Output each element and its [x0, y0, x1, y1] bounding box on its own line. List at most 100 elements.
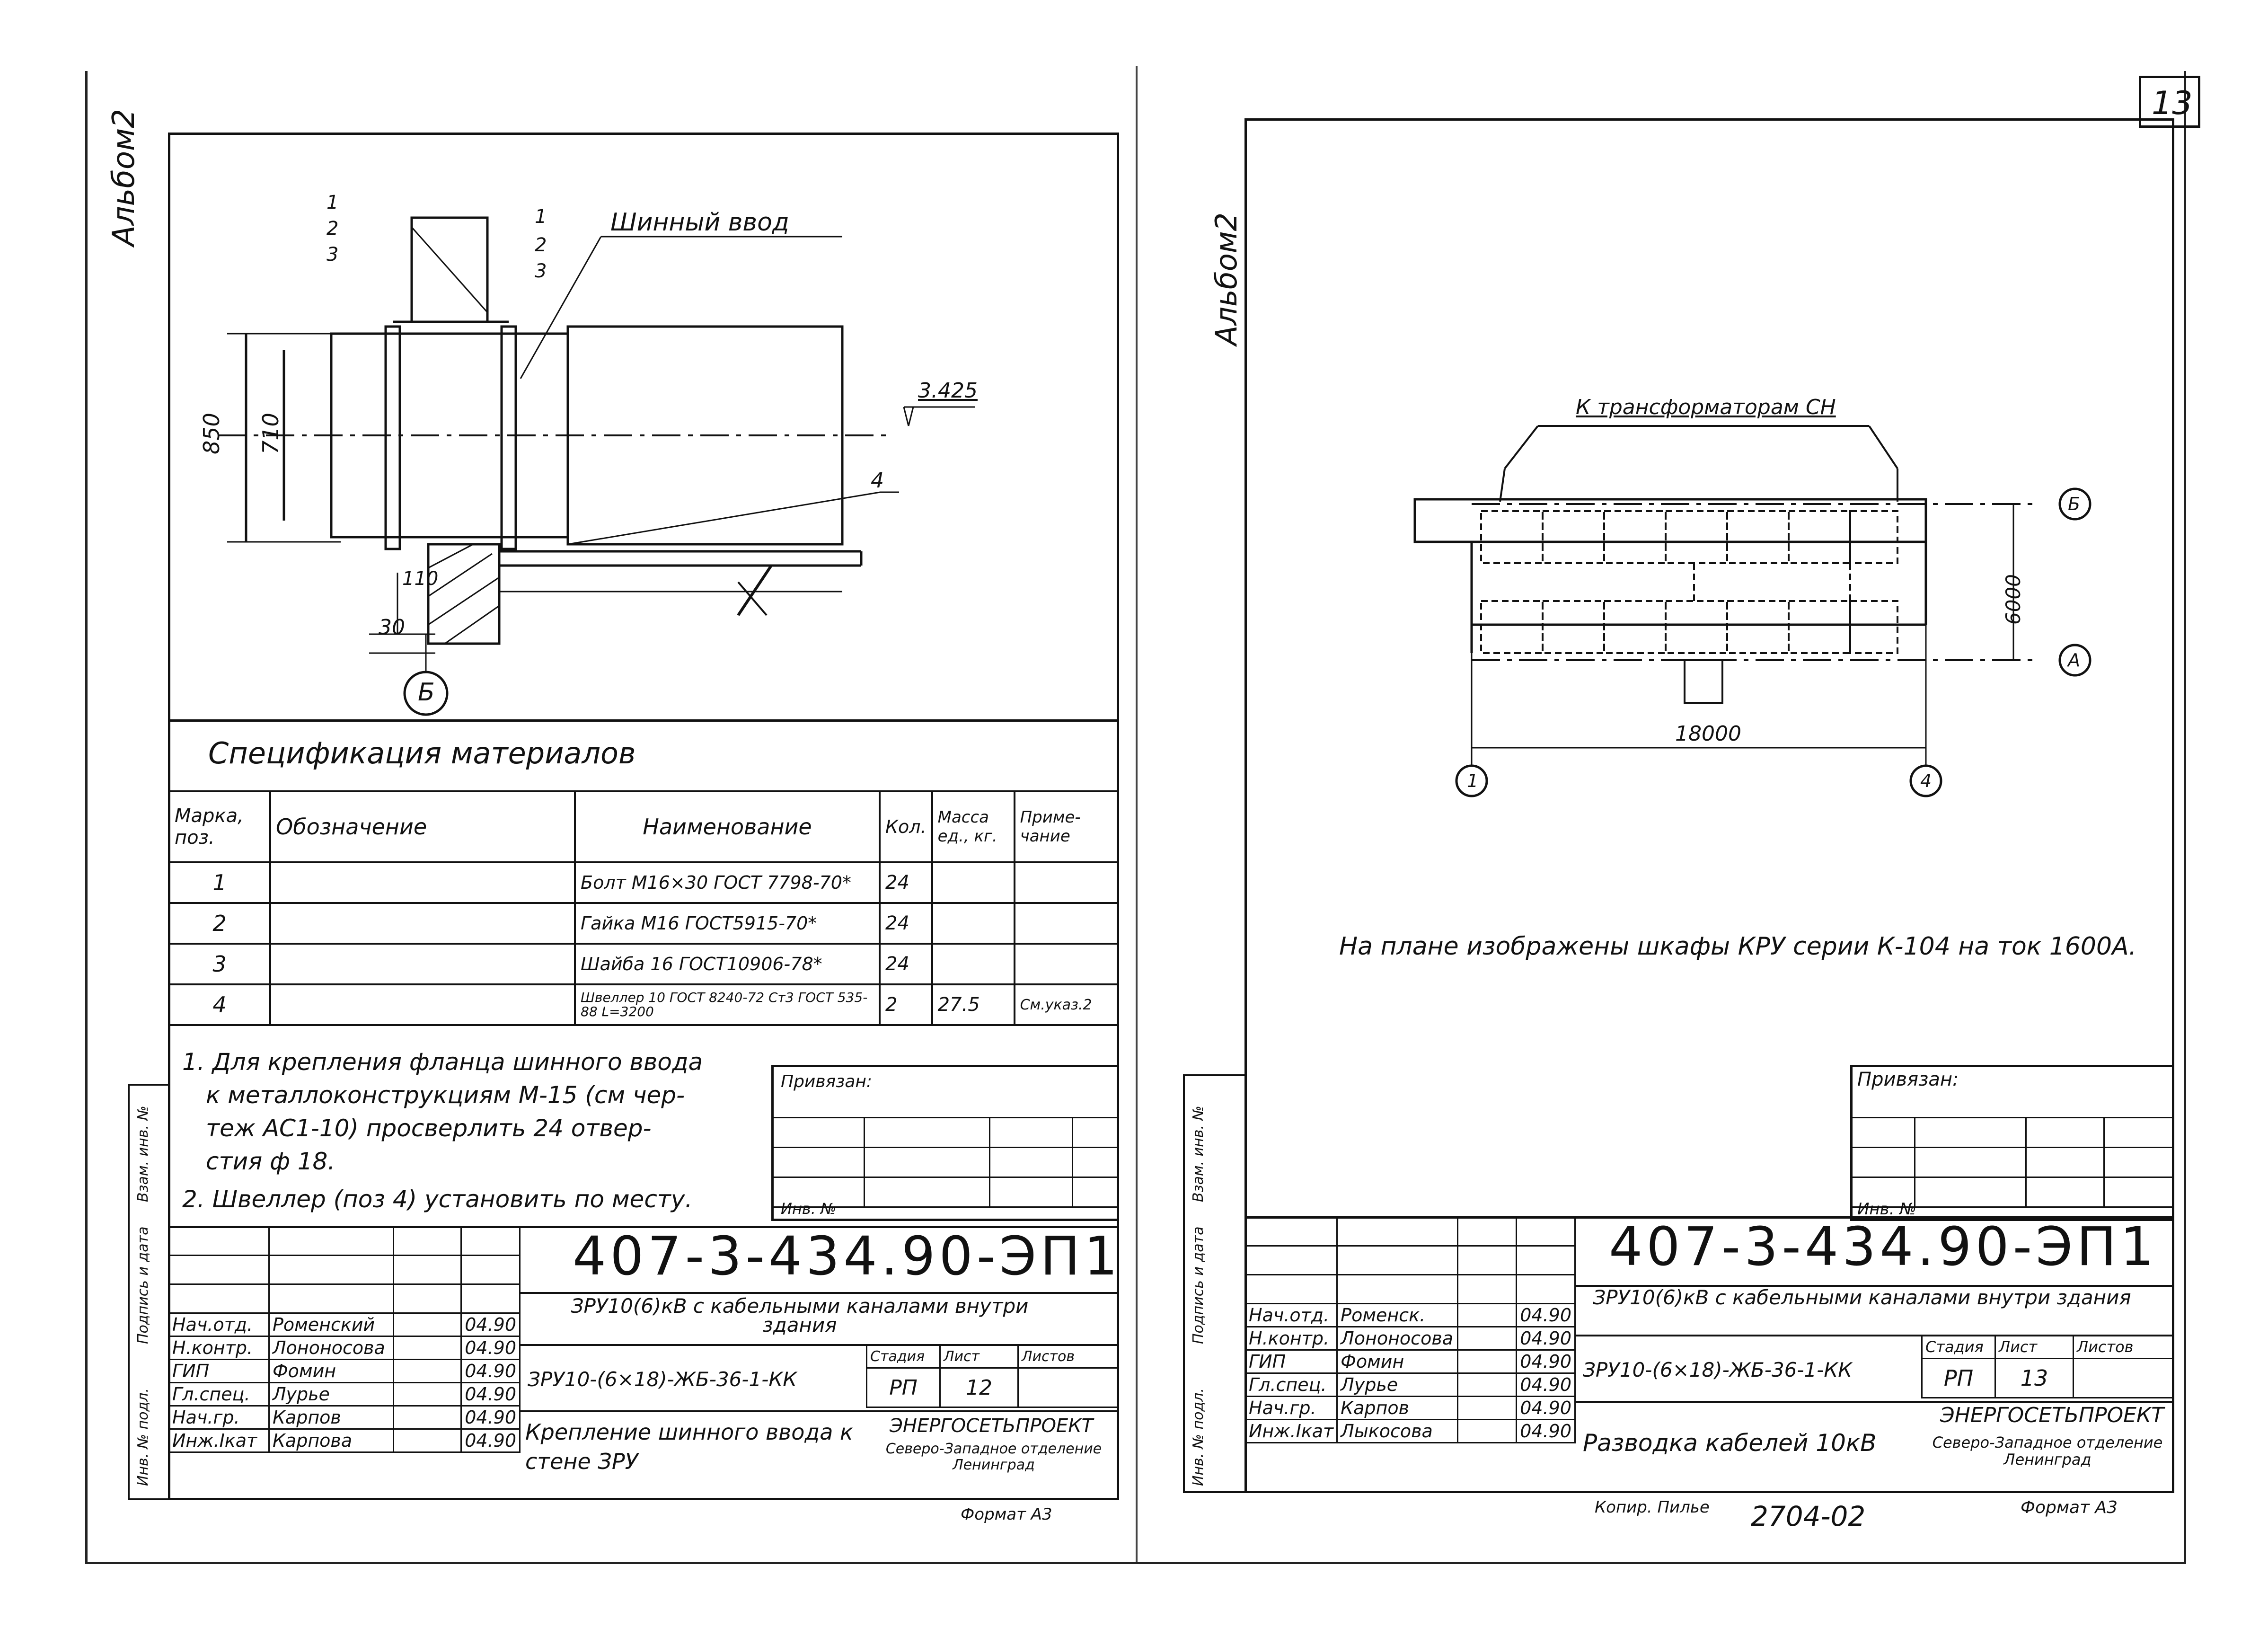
sheet-value: 13: [1994, 1358, 2074, 1398]
spec-row: 3 Шайба 16 ГОСТ10906-78* 24: [168, 943, 1120, 985]
sheet-value: 12: [939, 1367, 1019, 1408]
right-side-label-3: Инв. № подл.: [1190, 1388, 1207, 1486]
person-signature: [393, 1336, 462, 1360]
person-date: 04.90: [460, 1312, 521, 1337]
left-doc-code: 407-3-434.90-ЭП1: [573, 1226, 1121, 1287]
spec-note: См.указ.2: [1013, 983, 1120, 1026]
person-name: Фомин: [268, 1359, 395, 1383]
person-role: Нач.гр.: [1244, 1396, 1338, 1420]
right-privyazan-grid: [1850, 1117, 2174, 1208]
spec-note: [1013, 861, 1120, 904]
note-line: 1. Для крепления фланца шинного ввода: [182, 1048, 703, 1076]
person-date: 04.90: [1516, 1326, 1576, 1351]
right-format: Формат А3: [2021, 1498, 2118, 1517]
left-org-branch: Северо-Западное отделение Ленинград: [885, 1441, 1102, 1473]
callout-a-2: 2: [327, 218, 339, 239]
callout-4: 4: [871, 469, 884, 493]
spec-designation: [269, 902, 576, 945]
person-name: Роменский: [268, 1312, 395, 1337]
person-date: 04.90: [1516, 1303, 1576, 1327]
person-role: Инж.Iкат: [168, 1428, 270, 1453]
person-date: 04.90: [460, 1336, 521, 1360]
stage-value: РП: [1921, 1358, 1996, 1398]
person-signature: [1456, 1326, 1518, 1351]
elevation-label: 3.425: [918, 379, 978, 403]
spec-mass: [931, 861, 1015, 904]
person-signature: [393, 1359, 462, 1383]
left-privyazan-label: Привязан:: [781, 1072, 873, 1091]
callout-a-1: 1: [327, 192, 339, 213]
spec-qty: 24: [879, 943, 933, 985]
person-signature: [393, 1428, 462, 1453]
person-role: Н.контр.: [168, 1336, 270, 1360]
person-role: Гл.спец.: [1244, 1372, 1338, 1397]
right-people-table: Нач.отд.Роменск.04.90 Н.контр.Лононосова…: [1244, 1216, 1576, 1443]
sheet-outer-border: [85, 71, 2186, 1564]
person-role: Нач.отд.: [1244, 1303, 1338, 1327]
axis-4: 4: [1920, 770, 1932, 791]
left-side-strip: [128, 1084, 168, 1500]
left-hline-1: [521, 1292, 1119, 1294]
dim-18000: 18000: [1675, 722, 1741, 746]
left-hline-3: [521, 1410, 1119, 1412]
spec-h-designation: Обозначение: [269, 790, 576, 863]
left-inv-label: Инв. №: [781, 1200, 837, 1218]
person-name: Фомин: [1336, 1349, 1458, 1374]
spec-h-qty: Кол.: [879, 790, 933, 863]
stage-value: РП: [866, 1367, 941, 1408]
spec-title: Спецификация материалов: [208, 736, 636, 770]
right-hline-1: [1576, 1285, 2174, 1287]
person-name: Карпов: [1336, 1396, 1458, 1420]
person-role: ГИП: [168, 1359, 270, 1383]
dim-30: 30: [379, 615, 405, 639]
callout-b-3: 3: [535, 260, 547, 282]
spec-h-mass: Масса ед., кг.: [931, 790, 1015, 863]
spec-table: Марка, поз. Обозначение Наименование Кол…: [168, 790, 1120, 1026]
note-line: стия ф 18.: [206, 1148, 335, 1175]
right-sheet-title: Разводка кабелей 10кВ: [1583, 1429, 1877, 1457]
spec-note: [1013, 902, 1120, 945]
right-hline-2: [1576, 1335, 2174, 1336]
axis-b-left: Б: [418, 678, 435, 707]
person-date: 04.90: [460, 1382, 521, 1407]
right-inv-label: Инв. №: [1857, 1200, 1916, 1219]
person-signature: [393, 1382, 462, 1407]
sheet-number-box: 13: [2139, 76, 2200, 128]
note-line: к металлоконструкциям М-15 (см чер-: [206, 1081, 685, 1109]
left-sheet-title: Крепление шинного ввода к стене ЗРУ: [525, 1419, 853, 1474]
person-date: 04.90: [460, 1359, 521, 1383]
spec-pos: 1: [168, 861, 271, 904]
right-kopir: Копир. Пилье: [1595, 1498, 1710, 1517]
spec-mass: 27.5: [931, 983, 1015, 1026]
right-side-label-1: Взам. инв. №: [1190, 1106, 1207, 1202]
spec-h-name: Наименование: [574, 790, 881, 863]
person-role: ГИП: [1244, 1349, 1338, 1374]
left-sheet-code: ЗРУ10-(6×18)-ЖБ-36-1-КК: [528, 1368, 797, 1391]
spec-row: 2 Гайка М16 ГОСТ5915-70* 24: [168, 902, 1120, 945]
person-role: Н.контр.: [1244, 1326, 1338, 1351]
spec-row: 4 Швеллер 10 ГОСТ 8240-72 Ст3 ГОСТ 535-8…: [168, 983, 1120, 1026]
spec-pos: 3: [168, 943, 271, 985]
right-org-branch: Северо-Западное отделение Ленинград: [1932, 1433, 2163, 1469]
person-name: Карпов: [268, 1405, 395, 1430]
note-line: 2. Швеллер (поз 4) установить по месту.: [182, 1186, 693, 1213]
person-signature: [1456, 1303, 1518, 1327]
person-date: 04.90: [1516, 1349, 1576, 1374]
spec-name: Болт М16×30 ГОСТ 7798-70*: [574, 861, 881, 904]
shinny-vvod-label: Шинный ввод: [610, 208, 789, 237]
callout-b-1: 1: [535, 206, 547, 228]
fold-line: [1136, 66, 1138, 1562]
callout-b-2: 2: [535, 234, 547, 256]
right-doc-code: 407-3-434.90-ЭП1: [1609, 1216, 2158, 1278]
left-privyazan-grid: [771, 1117, 1119, 1208]
